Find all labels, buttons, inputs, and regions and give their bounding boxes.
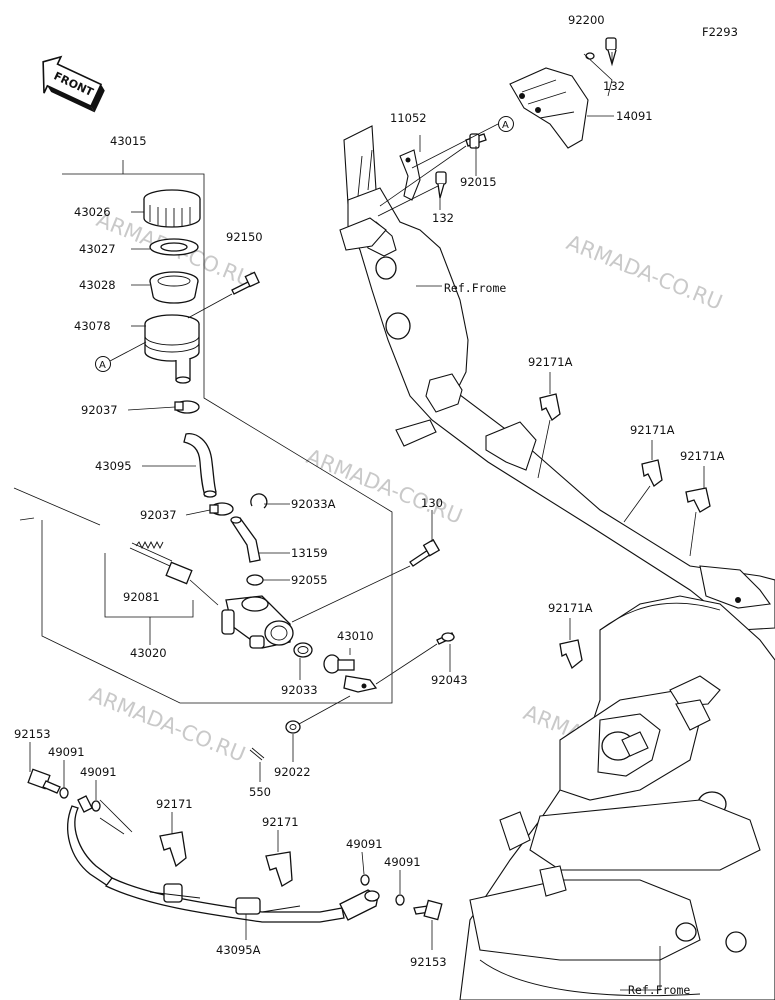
figure-code: F2293 xyxy=(702,25,738,39)
cover-14091 xyxy=(509,67,589,149)
label-92150: 92150 xyxy=(226,230,263,244)
label-550: 550 xyxy=(249,785,271,799)
label-11052: 11052 xyxy=(390,111,427,125)
clamp-92171A-4 xyxy=(559,618,583,670)
cotter-pin-550 xyxy=(249,747,265,761)
label-43078: 43078 xyxy=(74,319,111,333)
label-92153-left: 92153 xyxy=(14,727,51,741)
frame-main xyxy=(343,125,775,631)
hose-43095 xyxy=(183,433,217,498)
label-92171-right: 92171 xyxy=(262,815,299,829)
label-92037-upper: 92037 xyxy=(81,403,118,417)
washer-92022 xyxy=(285,695,351,734)
label-92055: 92055 xyxy=(291,573,328,587)
label-43028: 43028 xyxy=(79,278,116,292)
label-49091-d: 49091 xyxy=(384,855,421,869)
label-92081: 92081 xyxy=(123,590,160,604)
screw-92150 xyxy=(187,271,260,319)
frame-leads xyxy=(377,52,661,991)
label-43020: 43020 xyxy=(130,646,167,660)
washer-49091-d xyxy=(395,894,405,906)
assembly-outlines xyxy=(13,160,393,704)
label-92033: 92033 xyxy=(281,683,318,697)
label-43095: 43095 xyxy=(95,459,132,473)
label-92171A-3: 92171A xyxy=(680,449,725,463)
clamp-92037-upper xyxy=(174,400,200,414)
part-labels: 43015 43026 43027 43028 43078 92150 9203… xyxy=(14,13,725,997)
circlip-92033A xyxy=(250,493,268,509)
label-49091-c: 49091 xyxy=(346,837,383,851)
label-49091-b: 49091 xyxy=(80,765,117,779)
label-92015: 92015 xyxy=(460,175,497,189)
hose-guide-lines xyxy=(99,799,133,835)
label-132-upper: 132 xyxy=(603,79,625,93)
clamp-92171A-1 xyxy=(537,372,561,479)
washer-49091-c xyxy=(360,874,370,886)
reservoir-cap xyxy=(143,189,201,228)
label-132-lower: 132 xyxy=(432,211,454,225)
label-43015: 43015 xyxy=(110,134,147,148)
label-92171A-4: 92171A xyxy=(548,601,593,615)
label-92043: 92043 xyxy=(431,673,468,687)
front-arrow-icon: FRONT xyxy=(42,55,105,113)
label-49091-a: 49091 xyxy=(48,745,85,759)
clamp-92171-left xyxy=(159,831,187,868)
label-ref-frame-upper: Ref.Frome xyxy=(444,281,506,295)
o-ring-92055 xyxy=(246,574,264,586)
bolt-130 xyxy=(291,538,441,623)
diaphragm-plate xyxy=(149,238,199,256)
clamp-92171-right xyxy=(265,851,293,887)
washer-92033 xyxy=(293,642,313,658)
watermark-4: ARMADA-CO.RU xyxy=(86,682,249,766)
clamp-92037-lower xyxy=(209,502,234,516)
callout-a-left: A xyxy=(95,341,147,372)
label-92037-lower: 92037 xyxy=(140,508,177,522)
label-ref-frame-lower: Ref.Frome xyxy=(628,983,690,997)
washer-49091-b xyxy=(91,800,101,812)
bolt-132-lower xyxy=(435,171,447,199)
banjo-bolt-right xyxy=(413,899,443,921)
fitting-13159 xyxy=(230,516,261,563)
brake-hose-43095A xyxy=(67,795,380,923)
banjo-bolt-left xyxy=(27,768,61,794)
pushrod-43010 xyxy=(323,654,378,693)
label-13159: 13159 xyxy=(291,546,328,560)
label-92153-right: 92153 xyxy=(410,955,447,969)
label-43027: 43027 xyxy=(79,242,116,256)
label-130: 130 xyxy=(421,496,443,510)
label-92200: 92200 xyxy=(568,13,605,27)
clamp-92171A-3 xyxy=(685,466,711,557)
watermark-3: ARMADA-CO.RU xyxy=(303,444,466,528)
bolt-92015 xyxy=(465,133,487,149)
pin-92043 xyxy=(375,632,455,685)
label-43010: 43010 xyxy=(337,629,374,643)
label-92171A-2: 92171A xyxy=(630,423,675,437)
washer-49091-a xyxy=(59,787,69,799)
label-43026: 43026 xyxy=(74,205,111,219)
label-92022: 92022 xyxy=(274,765,311,779)
label-14091: 14091 xyxy=(616,109,653,123)
label-43095A: 43095A xyxy=(216,943,261,957)
callout-a-right-text: A xyxy=(502,120,509,131)
reservoir-tank xyxy=(144,314,200,384)
label-92033A: 92033A xyxy=(291,497,336,511)
left-leaders xyxy=(29,211,451,950)
master-cylinder-body xyxy=(221,595,294,649)
piston-kit-92081 xyxy=(129,540,219,606)
label-92171A-1: 92171A xyxy=(528,355,573,369)
callout-a-right: A xyxy=(498,116,514,132)
callout-a-left-text: A xyxy=(99,360,106,371)
watermark-2: ARMADA-CO.RU xyxy=(563,230,726,314)
clamp-92171A-2 xyxy=(623,440,663,523)
bracket-11052 xyxy=(339,149,421,251)
frame-lower xyxy=(459,595,775,1000)
diaphragm xyxy=(149,271,199,304)
label-92171-left: 92171 xyxy=(156,797,193,811)
